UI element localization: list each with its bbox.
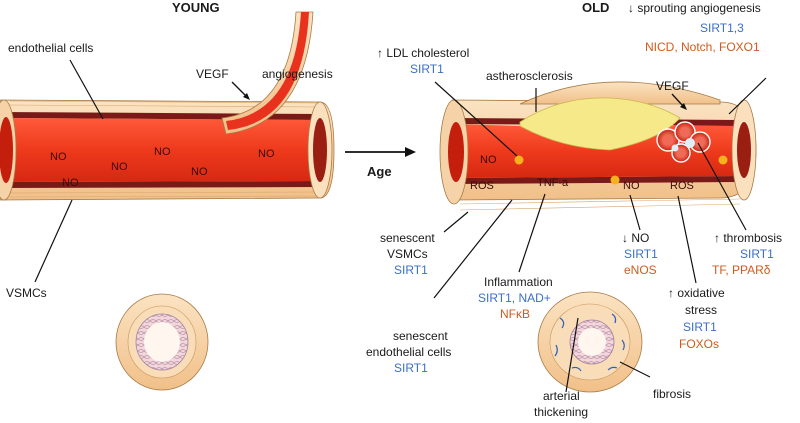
vsmcs-label: VSMCs [6, 286, 47, 300]
young-vegf-label: VEGF [196, 67, 229, 81]
young-cross-section [115, 293, 209, 391]
senescent-vsmc-1: senescent [380, 231, 435, 245]
no-down-gene: eNOS [624, 263, 657, 277]
age-arrow-icon [345, 147, 416, 157]
thrombus [656, 121, 711, 163]
old-no-1: NO [480, 154, 497, 166]
young-no-6: NO [62, 177, 79, 189]
sprouting-genes: NICD, Notch, FOXO1 [645, 40, 760, 54]
old-vegf-label: VEGF [656, 79, 689, 93]
young-no-4: NO [191, 166, 208, 178]
old-ros-1: ROS [470, 180, 494, 192]
young-heading: YOUNG [172, 0, 220, 15]
senescent-endo-1: senescent [393, 329, 448, 343]
old-vegf-arrow-icon [671, 93, 687, 110]
young-no-1: NO [50, 151, 67, 163]
inflammation-sirt: SIRT1, NAD+ [478, 291, 551, 305]
age-label: Age [367, 164, 392, 179]
senescent-vsmc-sirt: SIRT1 [394, 263, 428, 277]
young-no-2: NO [111, 161, 128, 173]
plaque [519, 97, 681, 151]
oxidative-sirt: SIRT1 [683, 320, 717, 334]
old-cross-section [537, 291, 643, 393]
old-tnf: TNF-a [537, 177, 569, 189]
thrombosis-genes: TF, PPARδ [712, 263, 771, 277]
young-vegf-arrow-icon [231, 81, 250, 100]
oxidative-label-2: stress [685, 303, 717, 317]
ldl-label: ↑ LDL cholesterol [377, 46, 469, 60]
young-no-3: NO [154, 146, 171, 158]
arterial-label-2: thickening [534, 405, 588, 419]
young-vessel [0, 99, 335, 201]
no-down-label: ↓ NO [622, 231, 649, 245]
arterial-label-1: arterial [543, 389, 580, 403]
young-no-5: NO [258, 148, 275, 160]
sprouting-sirt: SIRT1,3 [700, 21, 744, 35]
endothelial-label: endothelial cells [8, 41, 93, 55]
angiogenesis-label: angiogenesis [262, 67, 333, 81]
no-down-sirt: SIRT1 [624, 247, 658, 261]
old-heading: OLD [582, 0, 609, 15]
senescent-endo-2: endothelial cells [366, 345, 451, 359]
sprouting-label: ↓ sprouting angiogenesis [628, 1, 761, 15]
old-no-2: NO [623, 180, 640, 192]
oxidative-label-1: ↑ oxidative [668, 286, 725, 300]
ldl-sirt: SIRT1 [410, 62, 444, 76]
senescent-vsmc-2: VSMCs [387, 247, 428, 261]
thrombosis-sirt: SIRT1 [740, 247, 774, 261]
fibrosis-label: fibrosis [653, 387, 691, 401]
old-ros-2: ROS [670, 180, 694, 192]
young-sprout [221, 11, 314, 135]
inflammation-label: Inflammation [484, 275, 553, 289]
oxidative-gene: FOXOs [679, 337, 719, 351]
atherosclerosis-label: astherosclerosis [486, 69, 573, 83]
thrombosis-label: ↑ thrombosis [714, 231, 782, 245]
senescent-endo-sirt: SIRT1 [394, 361, 428, 375]
inflammation-gene: NFκB [500, 307, 530, 321]
